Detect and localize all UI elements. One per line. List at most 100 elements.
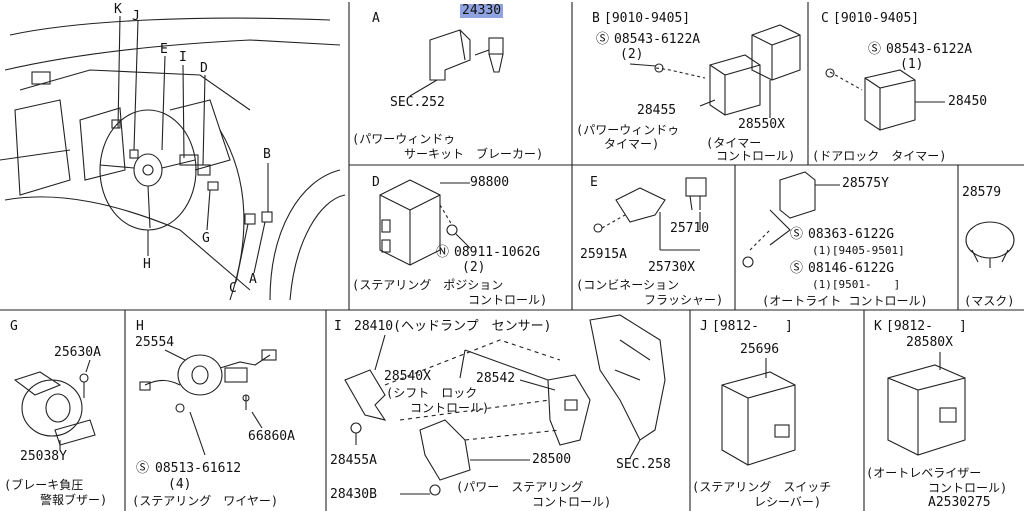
caption-c: (ドアロック タイマー) xyxy=(812,149,947,163)
part-28410[interactable]: 28410(ヘッドランプ センサー) xyxy=(354,319,552,334)
nut-d-symbol: Ⓝ xyxy=(436,245,450,260)
part-d-control xyxy=(379,179,471,266)
caption-f: (オートライト コントロール) xyxy=(762,294,928,308)
overview-letter-k: K xyxy=(114,2,122,17)
overview-letter-e: E xyxy=(160,42,168,57)
section-c-letter: C xyxy=(821,11,829,26)
section-i-letter: I xyxy=(334,319,342,334)
part-25696[interactable]: 25696 xyxy=(740,342,780,357)
part-a-bracket xyxy=(409,29,504,97)
part-28455[interactable]: 28455 xyxy=(637,103,677,118)
part-28580x[interactable]: 28580X xyxy=(906,335,953,350)
section-e-letter: E xyxy=(590,175,598,190)
caption-k-1: (オートレベライザー xyxy=(866,466,982,480)
caption-i-shift-2: コントロール) xyxy=(410,401,490,415)
dashboard-illustration xyxy=(0,17,346,301)
part-28575y[interactable]: 28575Y xyxy=(842,176,889,191)
caption-a-2: サーキット ブレーカー) xyxy=(404,147,544,161)
overview-letter-d: D xyxy=(200,61,208,76)
sec-252-ref[interactable]: SEC.252 xyxy=(390,95,445,110)
caption-a-1: (パワーウィンドゥ xyxy=(352,132,456,146)
overview-letter-j: J xyxy=(132,9,140,24)
part-i-group xyxy=(344,314,666,496)
part-h-wire xyxy=(139,349,277,456)
part-08543-6122a-c[interactable]: 08543-6122A xyxy=(886,42,973,57)
part-25915a[interactable]: 25915A xyxy=(580,247,627,262)
caption-d-2: コントロール) xyxy=(468,293,548,307)
section-j-letter: J xyxy=(700,319,708,334)
section-k-letter: K xyxy=(874,319,882,334)
part-28500[interactable]: 28500 xyxy=(532,452,572,467)
section-g-letter: G xyxy=(10,319,18,334)
part-28540x[interactable]: 28540X xyxy=(384,369,431,384)
caption-g-2: 警報ブザー) xyxy=(40,493,108,507)
overview-letter-h: H xyxy=(143,257,151,272)
caption-b-4: コントロール) xyxy=(716,149,796,163)
part-25038y[interactable]: 25038Y xyxy=(20,449,67,464)
section-c-range: [9010-9405] xyxy=(833,11,920,26)
part-08363-6122g[interactable]: 08363-6122G xyxy=(808,227,895,242)
overview-letter-i: I xyxy=(179,50,187,65)
caption-i-shift-1: (シフト ロック xyxy=(386,386,478,400)
part-mask xyxy=(965,221,1015,268)
section-a-letter: A xyxy=(372,11,380,26)
section-d-letter: D xyxy=(372,175,380,190)
screw-f2-symbol: Ⓢ xyxy=(790,261,804,276)
screw-c-symbol: Ⓢ xyxy=(868,42,882,57)
part-f-autolight xyxy=(742,171,840,268)
part-25554[interactable]: 25554 xyxy=(135,335,175,350)
section-h-letter: H xyxy=(136,319,144,334)
part-b-timers xyxy=(629,24,801,118)
part-08513-61612[interactable]: 08513-61612 xyxy=(155,461,242,476)
part-08911-1062g[interactable]: 08911-1062G xyxy=(454,245,541,260)
caption-j-2: レシーバー) xyxy=(754,495,822,509)
qty-c: (1) xyxy=(900,57,924,72)
overview-letter-g: G xyxy=(202,231,210,246)
part-28579[interactable]: 28579 xyxy=(962,185,1002,200)
caption-mask: (マスク) xyxy=(964,294,1015,308)
caption-e-2: フラッシャー) xyxy=(644,293,724,307)
caption-b-3: (タイマー xyxy=(706,136,762,150)
section-b-letter: B xyxy=(592,11,600,26)
part-24330[interactable]: 24330 xyxy=(460,3,504,18)
overview-letter-b: B xyxy=(263,147,271,162)
part-08146-6122g[interactable]: 08146-6122G xyxy=(808,261,895,276)
part-25630a[interactable]: 25630A xyxy=(54,345,101,360)
caption-h: (ステアリング ワイヤー) xyxy=(132,494,279,508)
sec-258-ref[interactable]: SEC.258 xyxy=(616,457,671,472)
part-28455a[interactable]: 28455A xyxy=(330,453,377,468)
part-08543-6122a-b[interactable]: 08543-6122A xyxy=(614,32,701,47)
overview-letter-c: C xyxy=(229,281,237,296)
caption-i-1: (パワー ステアリング xyxy=(456,480,584,494)
part-28550x[interactable]: 28550X xyxy=(738,117,785,132)
section-j-range: [9812- ] xyxy=(712,319,793,334)
qty-b: (2) xyxy=(620,47,644,62)
caption-b-1: (パワーウィンドゥ xyxy=(576,123,680,137)
part-28430b[interactable]: 28430B xyxy=(330,487,377,502)
part-28450[interactable]: 28450 xyxy=(948,94,988,109)
caption-j-1: (ステアリング スイッチ xyxy=(692,480,832,494)
part-g-buzzer xyxy=(13,359,96,450)
qty-h: (4) xyxy=(168,477,192,492)
part-25730x[interactable]: 25730X xyxy=(648,260,695,275)
section-k-range: [9812- ] xyxy=(886,319,967,334)
caption-g-1: (ブレーキ負圧 xyxy=(4,478,84,492)
overview-leaders xyxy=(117,15,269,283)
part-j-receiver xyxy=(721,358,796,466)
part-28542[interactable]: 28542 xyxy=(476,371,516,386)
qty-d: (2) xyxy=(462,260,486,275)
caption-i-2: コントロール) xyxy=(532,495,612,509)
screw-h-symbol: Ⓢ xyxy=(136,461,150,476)
caption-k-2: コントロール) xyxy=(928,481,1008,495)
caption-d-1: (ステアリング ポジション xyxy=(352,278,504,292)
section-b-range: [9010-9405] xyxy=(604,11,691,26)
qty-f2: (1)[9501- ] xyxy=(812,278,901,291)
part-98800[interactable]: 98800 xyxy=(470,175,510,190)
part-66860a[interactable]: 66860A xyxy=(248,429,295,444)
part-c-timer xyxy=(825,68,945,131)
part-25710[interactable]: 25710 xyxy=(670,221,710,236)
screw-f1-symbol: Ⓢ xyxy=(790,227,804,242)
